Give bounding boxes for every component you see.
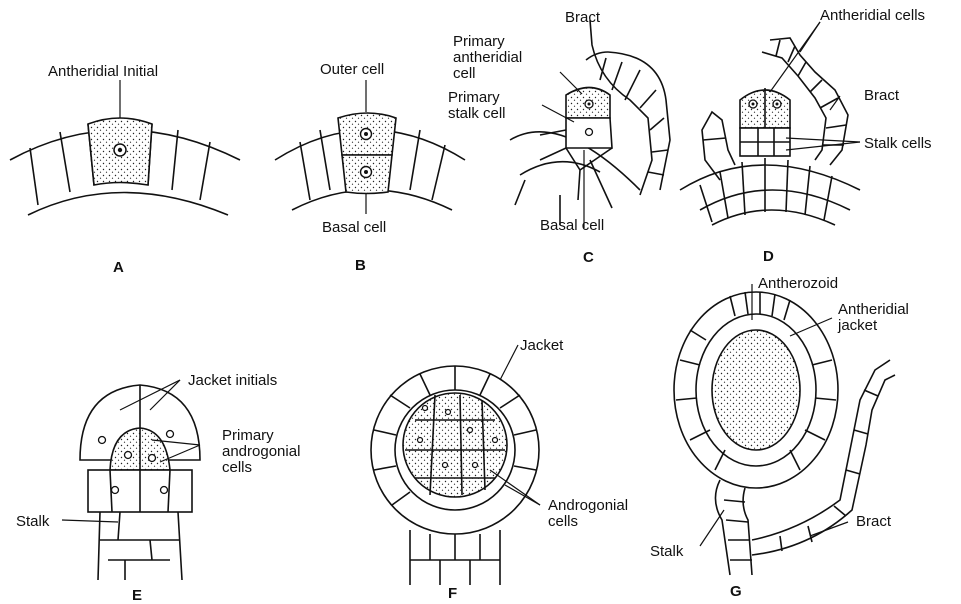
label-primary-androgonial-2: androgonial [222,443,300,460]
label-basal-cell-b: Basal cell [322,219,386,236]
panel-label-e: E [132,587,142,604]
label-stalk-cells: Stalk cells [864,135,932,152]
label-antheridial-cells: Antheridial cells [820,7,925,24]
label-primary-antheridial-2: antheridial [453,49,522,66]
label-primary-stalk-1: Primary [448,89,500,106]
label-primary-androgonial-1: Primary [222,427,274,444]
label-stalk-g: Stalk [650,543,684,560]
panel-label-a: A [113,259,124,276]
antherozoids-mass [712,330,800,450]
label-primary-stalk-2: stalk cell [448,105,506,122]
label-primary-antheridial-3: cell [453,65,476,82]
label-jacket: Jacket [520,337,564,354]
label-jacket-initials: Jacket initials [188,372,277,389]
figure-f [371,345,540,585]
figure-c [510,20,670,228]
label-antheridial-jacket-2: jacket [837,317,878,334]
label-bract-c: Bract [565,9,601,26]
figure-b [275,80,465,214]
androgonial-cells [403,393,507,497]
label-stalk-e: Stalk [16,513,50,530]
label-bract-g: Bract [856,513,892,530]
label-androgonial-1: Androgonial [548,497,628,514]
label-antheridial-jacket-1: Antheridial [838,301,909,318]
label-androgonial-2: cells [548,513,578,530]
panel-label-c: C [583,249,594,266]
figure-a [10,80,240,215]
panel-label-b: B [355,257,366,274]
label-antherozoid: Antherozoid [758,275,838,292]
figure-e [62,380,200,580]
label-basal-cell-c: Basal cell [540,217,604,234]
label-antheridial-initial: Antheridial Initial [48,63,158,80]
panel-label-g: G [730,583,742,600]
figure-d [680,22,860,225]
label-outer-cell: Outer cell [320,61,384,78]
panel-label-d: D [763,248,774,265]
panel-label-f: F [448,585,457,602]
label-bract-d: Bract [864,87,900,104]
label-primary-androgonial-3: cells [222,459,252,476]
label-primary-antheridial-1: Primary [453,33,505,50]
